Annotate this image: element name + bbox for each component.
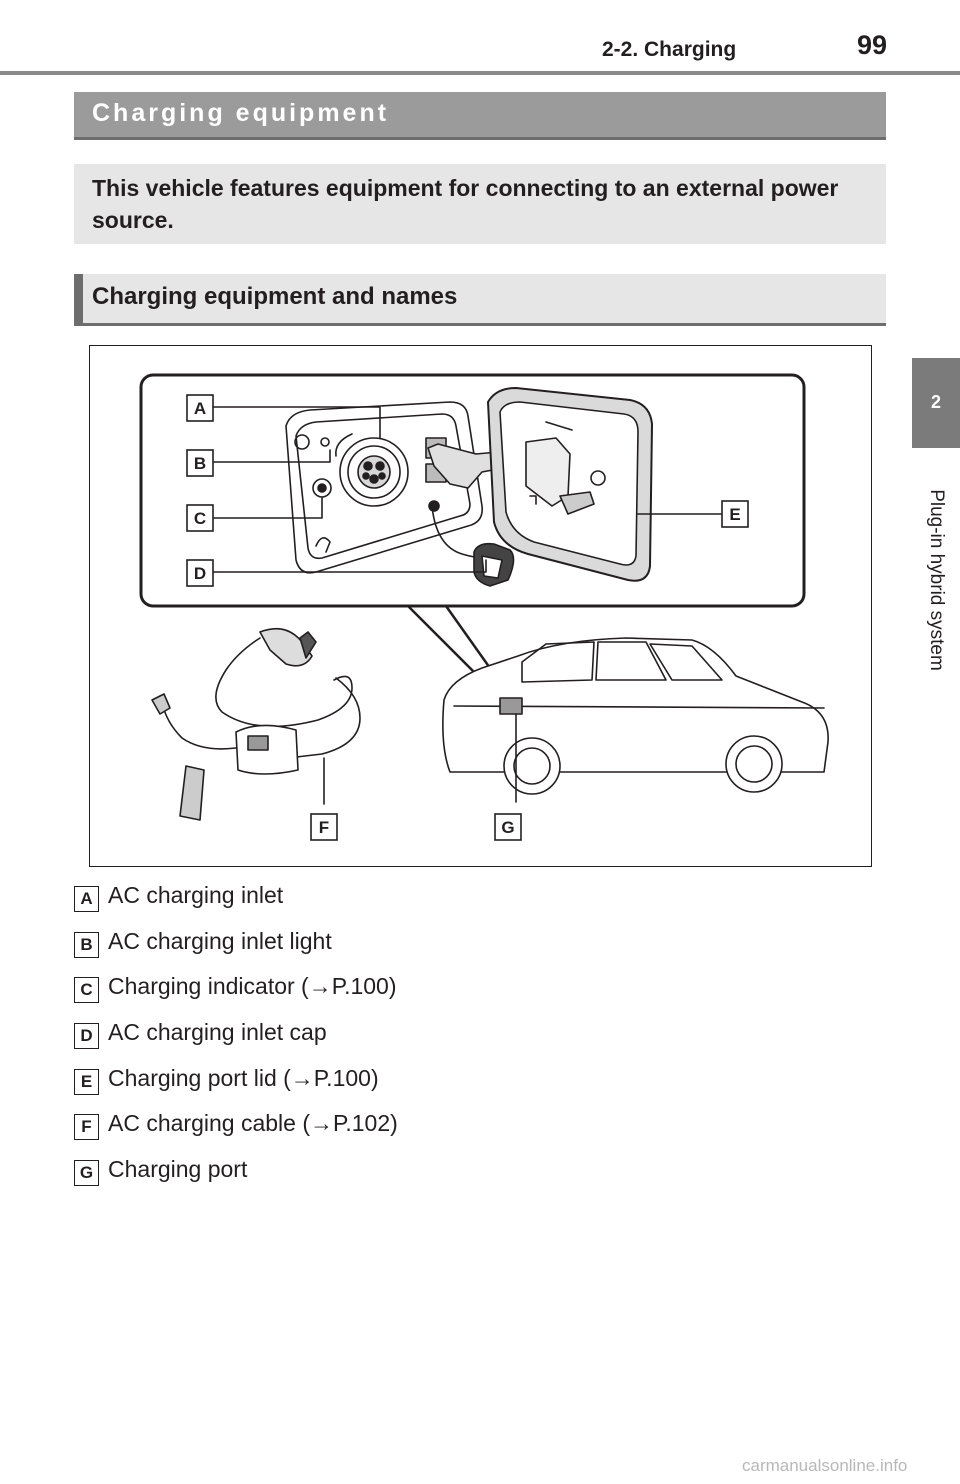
- legend-item: C Charging indicator (→P.100): [74, 969, 874, 1015]
- section-header: 2-2. Charging: [602, 38, 737, 61]
- legend-letter: E: [74, 1068, 99, 1095]
- callout-label-a: A: [194, 399, 206, 418]
- callout-b: B: [186, 449, 214, 477]
- callout-label-e: E: [729, 505, 740, 524]
- legend-text: AC charging inlet: [108, 882, 284, 908]
- callout-label-b: B: [194, 454, 206, 473]
- callout-label-f: F: [319, 818, 329, 837]
- section-title: Charging equipment: [92, 99, 390, 127]
- chapter-title: Plug-in hybrid system: [926, 489, 947, 671]
- header-divider: [0, 71, 960, 75]
- legend-item: B AC charging inlet light: [74, 924, 874, 970]
- inlet-cap: [428, 500, 515, 587]
- section-title-bar: Charging equipment: [74, 92, 886, 140]
- chapter-tab: 2: [912, 358, 960, 448]
- legend-text: Charging indicator (→P.100): [108, 973, 397, 1000]
- intro-text: This vehicle features equipment for conn…: [74, 164, 886, 244]
- legend-letter: C: [74, 977, 99, 1004]
- legend-letter: B: [74, 931, 99, 958]
- callout-d: D: [186, 559, 214, 587]
- legend-text: Charging port: [108, 1156, 248, 1183]
- vehicle-illustration: [442, 637, 829, 803]
- legend-item: D AC charging inlet cap: [74, 1015, 874, 1061]
- legend-letter: F: [74, 1114, 99, 1141]
- legend-letter: G: [74, 1160, 99, 1187]
- charging-cable-illustration: [151, 627, 361, 821]
- charging-port-lid: [487, 387, 653, 582]
- legend-item: F AC charging cable (→P.102): [74, 1106, 874, 1152]
- charging-port-housing: [285, 401, 484, 574]
- legend-text: Charging port lid (→P.100): [108, 1064, 379, 1091]
- legend-text: AC charging inlet light: [108, 927, 332, 954]
- callout-label-c: C: [194, 509, 206, 528]
- legend-item: G Charging port: [74, 1152, 874, 1198]
- callout-label-g: G: [501, 818, 514, 837]
- legend-letter: D: [74, 1023, 99, 1050]
- legend-letter: A: [74, 886, 99, 912]
- legend-text: AC charging inlet cap: [108, 1019, 327, 1046]
- legend-item: E Charging port lid (→P.100): [74, 1061, 874, 1107]
- legend-text: AC charging cable (→P.102): [108, 1110, 398, 1137]
- detail-inset-frame: [139, 373, 806, 608]
- watermark: carmanualsonline.info: [742, 1456, 908, 1475]
- legend-item: A AC charging inlet: [74, 878, 874, 924]
- callout-e: E: [721, 500, 749, 528]
- callout-g: G: [494, 813, 522, 841]
- callout-f: F: [310, 813, 338, 841]
- callout-c: C: [186, 504, 214, 532]
- callout-a: A: [186, 394, 214, 422]
- subsection-title: Charging equipment and names: [92, 283, 458, 310]
- charging-equipment-illustration: A B C D E F G: [89, 345, 872, 867]
- page-number: 99: [857, 30, 888, 60]
- parts-legend: A AC charging inlet B AC charging inlet …: [74, 878, 874, 1198]
- subsection-title-bar: Charging equipment and names: [74, 274, 886, 326]
- callout-label-d: D: [194, 564, 206, 583]
- chapter-number: 2: [930, 392, 941, 412]
